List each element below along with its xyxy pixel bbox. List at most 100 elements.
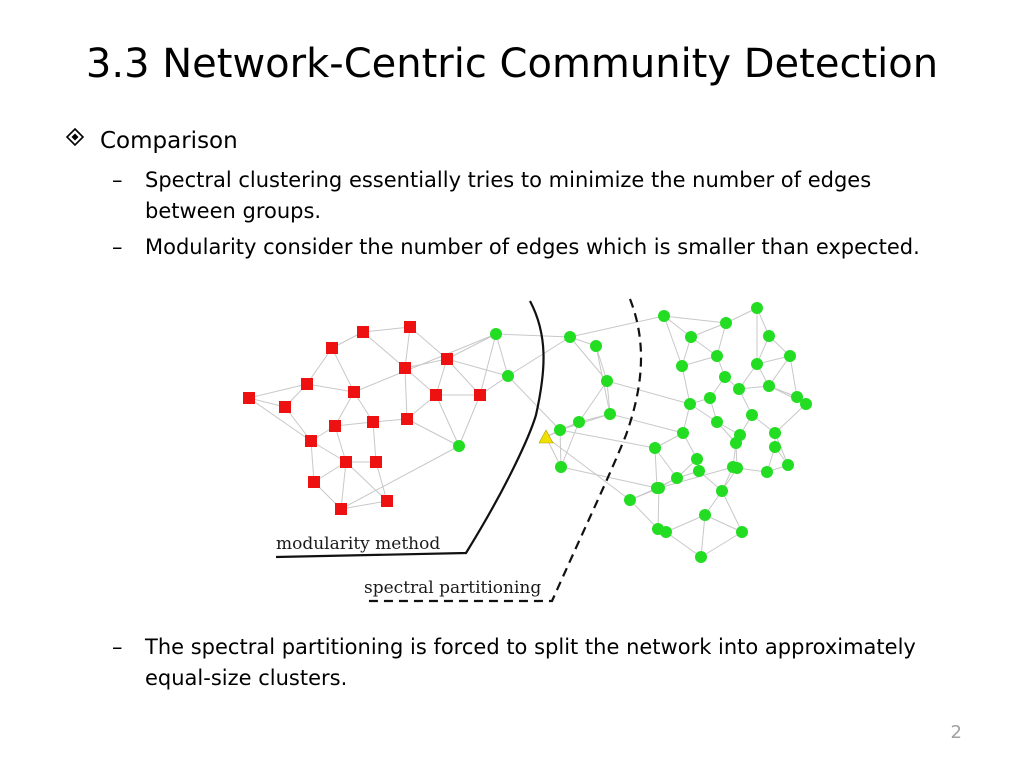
green-circle-node — [736, 526, 748, 538]
network-edge — [663, 315, 683, 367]
network-edge — [507, 375, 561, 431]
green-circle-node — [711, 350, 723, 362]
network-edge — [404, 367, 408, 420]
green-circle-node — [502, 370, 514, 382]
green-circle-node — [453, 440, 465, 452]
dash-bullet: – — [112, 235, 123, 259]
network-edge — [569, 336, 608, 382]
green-circle-node — [555, 461, 567, 473]
network-edge — [406, 418, 460, 447]
green-circle-node — [573, 416, 585, 428]
network-edge — [606, 380, 691, 405]
red-square-node — [474, 389, 486, 401]
red-square-node — [370, 456, 382, 468]
sub-bullet-text: The spectral partitioning is forced to s… — [145, 635, 916, 690]
green-circle-node — [730, 437, 742, 449]
network-edge — [700, 531, 743, 558]
bullet-heading: Comparison — [100, 128, 238, 154]
green-circle-node — [695, 551, 707, 563]
network-edge — [609, 413, 684, 434]
slide-title: 3.3 Network-Centric Community Detection — [85, 41, 939, 87]
network-edge — [774, 403, 807, 434]
red-square-node — [401, 413, 413, 425]
dash-bullet: – — [112, 168, 123, 192]
network-diagram: modularity method spectral partitioning — [243, 298, 812, 603]
network-edge — [375, 461, 388, 502]
network-edge — [629, 499, 659, 530]
dash-bullet: – — [112, 635, 123, 659]
network-edge — [404, 326, 411, 369]
green-circle-node — [769, 427, 781, 439]
green-circle-node — [658, 310, 670, 322]
green-circle-node — [711, 416, 723, 428]
red-square-node — [430, 389, 442, 401]
network-edge — [665, 514, 706, 533]
network-edge — [340, 445, 460, 510]
red-square-node — [348, 386, 360, 398]
network-edge — [409, 326, 448, 360]
green-circle-node — [746, 409, 758, 421]
spectral-boundary-line — [364, 298, 643, 603]
red-square-node — [441, 353, 453, 365]
red-square-node — [367, 416, 379, 428]
diamond-bullet-icon — [64, 125, 88, 157]
green-circle-node — [782, 459, 794, 471]
network-nodes — [243, 302, 812, 563]
network-edge — [545, 436, 631, 501]
red-square-node — [340, 456, 352, 468]
green-circle-node — [716, 485, 728, 497]
yellow-triangle-node — [538, 429, 554, 444]
green-circle-node — [720, 317, 732, 329]
network-edge — [654, 447, 678, 479]
green-circle-node — [490, 328, 502, 340]
network-edge — [404, 358, 448, 369]
network-edge — [446, 333, 497, 360]
network-edge — [578, 380, 608, 423]
green-circle-node — [684, 398, 696, 410]
red-square-node — [305, 435, 317, 447]
network-edge — [559, 429, 656, 449]
green-circle-node — [691, 453, 703, 465]
network-edge — [458, 394, 481, 447]
network-edge — [559, 429, 562, 468]
network-edge — [353, 333, 497, 393]
green-circle-node — [676, 360, 688, 372]
green-circle-node — [791, 391, 803, 403]
network-edge — [248, 383, 308, 399]
sub-bullet-text: Spectral clustering essentially tries to… — [145, 168, 872, 223]
network-edge — [789, 355, 798, 398]
network-edge — [362, 331, 406, 369]
green-circle-node — [751, 302, 763, 314]
network-edge — [372, 421, 377, 463]
network-edge — [306, 383, 355, 393]
network-edge — [310, 440, 315, 483]
network-edge — [435, 394, 460, 447]
network-edge — [507, 336, 571, 377]
green-circle-node — [649, 442, 661, 454]
network-edge — [569, 315, 665, 338]
red-square-node — [404, 321, 416, 333]
green-circle-node — [763, 380, 775, 392]
network-edge — [331, 347, 355, 393]
network-edge — [700, 514, 706, 558]
green-circle-node — [769, 441, 781, 453]
network-edge — [495, 333, 571, 338]
green-circle-node — [733, 383, 745, 395]
green-circle-node — [727, 461, 739, 473]
network-edge — [690, 322, 727, 338]
network-edge — [658, 466, 734, 489]
network-edge — [479, 333, 497, 396]
network-edge — [681, 365, 691, 405]
network-edge — [340, 461, 347, 510]
community-network-figure: modularity method spectral partitioning — [230, 295, 830, 615]
network-edge — [665, 531, 702, 558]
green-circle-node — [761, 466, 773, 478]
green-circle-node — [601, 375, 613, 387]
page-number: 2 — [950, 722, 962, 743]
network-edge — [704, 514, 743, 533]
network-edge — [654, 447, 658, 489]
network-edge — [560, 421, 580, 468]
red-square-node — [301, 378, 313, 390]
network-edge — [334, 421, 374, 427]
green-circle-node — [652, 523, 664, 535]
